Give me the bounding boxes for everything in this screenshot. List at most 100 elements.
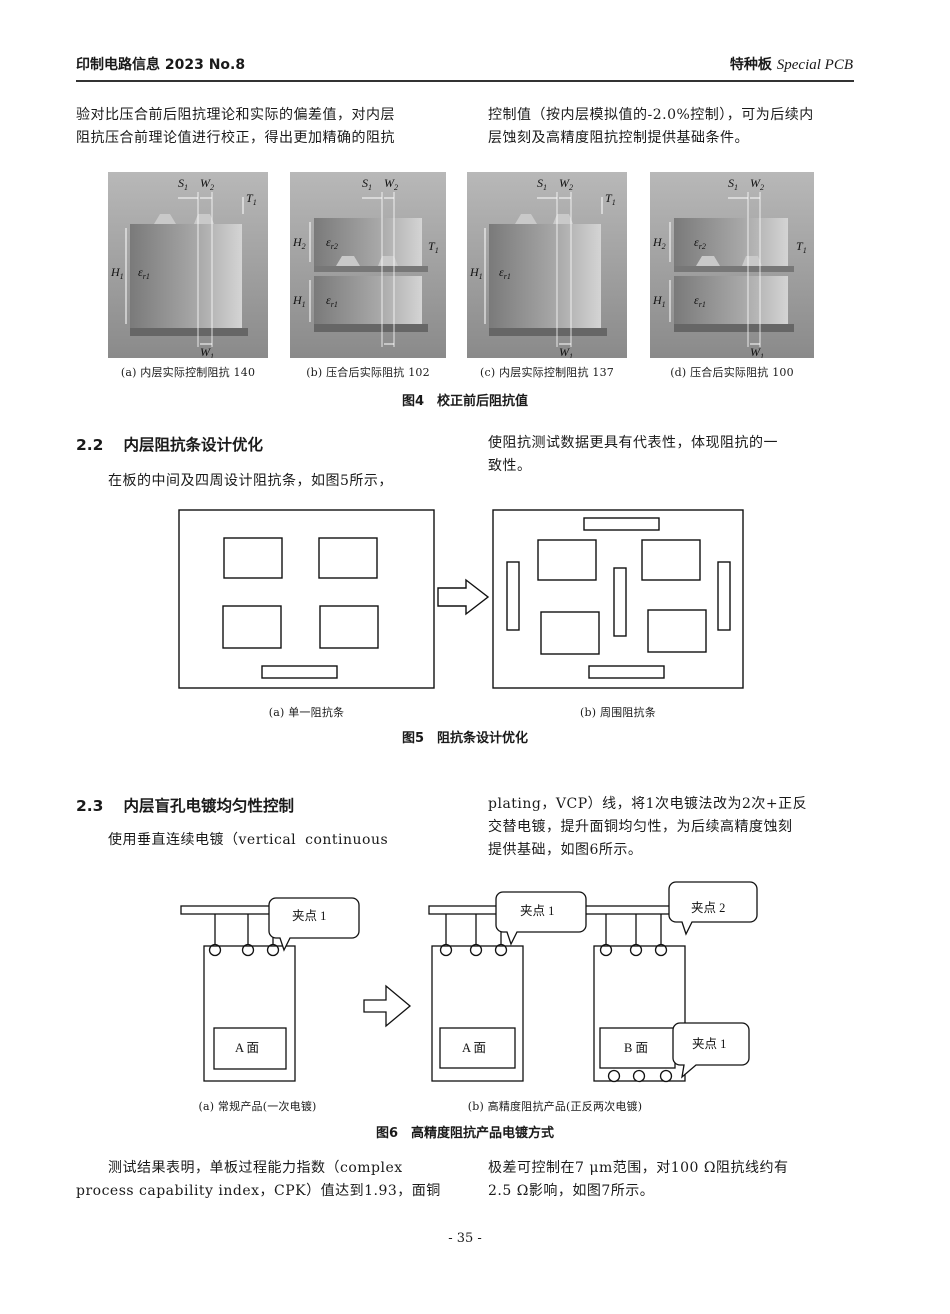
- panel: [593, 945, 686, 1082]
- svg-text:H2: H2: [292, 235, 306, 251]
- coupon: [537, 539, 597, 581]
- fig4-panel-d-image: S1 W2 T1 H2 εr2 H1 εr1 W1: [650, 172, 814, 361]
- closing-right-text: 极差可控制在7 μm范围，对100 Ω阻抗线约有 2.5 Ω影响，如图7所示。: [488, 1157, 858, 1203]
- impedance-strip: [583, 517, 660, 531]
- text-line: 极差可控制在7 μm范围，对100 Ω阻抗线约有: [488, 1160, 789, 1176]
- fig5-diagram: [178, 509, 744, 689]
- svg-text:H1: H1: [292, 293, 306, 309]
- text-line: 使阻抗测试数据更具有代表性，体现阻抗的一: [488, 435, 778, 451]
- section-header: 特种板 Special PCB: [730, 54, 853, 74]
- section-number: 2.2: [76, 436, 104, 454]
- svg-text:H1: H1: [652, 293, 666, 309]
- arrow-right-icon: [363, 984, 412, 1028]
- label-sub: 1: [368, 183, 372, 192]
- text-line: plating，VCP）线，将1次电镀法改为2次+正反: [488, 796, 808, 812]
- clip-label-1: 夹点 1: [520, 904, 554, 918]
- intro-right-line: 层蚀刻及高精度阻抗控制提供基础条件。: [488, 130, 749, 146]
- clamp-point-icon: [266, 943, 280, 957]
- fig4-title: 图4 校正前后阻抗值: [401, 394, 529, 409]
- impedance-strip: [613, 567, 627, 637]
- fig4-panel-b: S1 W2 T1 H2 εr2 H1 εr1: [290, 172, 446, 358]
- label-t1: T: [428, 239, 436, 253]
- callout-bubble: [672, 1022, 750, 1079]
- label-er2: ε: [326, 235, 331, 249]
- text-line: 提供基础，如图6所示。: [488, 842, 643, 858]
- text-line: 2.5 Ω影响，如图7所示。: [488, 1183, 655, 1199]
- label-w2: W: [384, 176, 395, 190]
- clip-label-1: 夹点 1: [292, 909, 326, 923]
- fig6-title: 图6 高精度阻抗产品电镀方式: [375, 1126, 555, 1141]
- fig6-caption-a: (a) 常规产品(一次电镀): [198, 1100, 317, 1113]
- clamp-point-icon: [241, 943, 255, 957]
- label-s1: S: [728, 176, 734, 190]
- page-number: - 35 -: [448, 1231, 482, 1246]
- label-sub: 1: [662, 300, 666, 309]
- label-sub: 1: [479, 272, 483, 281]
- fig4-panel-a-image: S1 W2 T1 H1 εr1 W1: [108, 172, 268, 361]
- svg-text:W1: W1: [200, 345, 214, 358]
- svg-text:S1: S1: [178, 176, 188, 192]
- fig4-panel-b-image: S1 W2 T1 H2 εr2 H1 εr1: [290, 172, 446, 358]
- callout-bubble: [268, 897, 360, 952]
- label-h1: H: [469, 265, 480, 279]
- label-w1: W: [559, 345, 570, 358]
- section-header-en: Special PCB: [776, 57, 853, 73]
- section-title: 内层盲孔电镀均匀性控制: [123, 797, 294, 815]
- svg-text:εr2: εr2: [694, 235, 706, 251]
- fig4-caption-c: (c) 内层实际控制阻抗 137: [480, 366, 614, 379]
- label-sub: 1: [803, 246, 807, 255]
- label-sub: 1: [435, 246, 439, 255]
- coupon: [641, 539, 701, 581]
- fig4-caption-b: (b) 压合后实际阻抗 102: [306, 366, 430, 379]
- svg-text:εr1: εr1: [694, 293, 706, 309]
- fig4-caption-d: (d) 压合后实际阻抗 100: [670, 366, 794, 379]
- svg-text:S1: S1: [362, 176, 372, 192]
- label-sub: 2: [210, 183, 214, 192]
- label-h1: H: [652, 293, 663, 307]
- coupon: [647, 609, 707, 653]
- label-sub: r1: [143, 272, 150, 281]
- face-a-box: [439, 1027, 516, 1069]
- label-sub: 2: [662, 242, 666, 251]
- intro-left: 验对比压合前后阻抗理论和实际的偏差值，对内层 阻抗压合前理论值进行校正，得出更加…: [76, 104, 446, 150]
- label-sub: 1: [734, 183, 738, 192]
- label-w1: W: [200, 345, 211, 358]
- label-sub: 1: [569, 352, 573, 358]
- label-sub: r1: [331, 300, 338, 309]
- label-sub: 1: [210, 352, 214, 358]
- fig4-panel-d: S1 W2 T1 H2 εr2 H1 εr1 W1: [650, 172, 814, 361]
- label-sub: 1: [543, 183, 547, 192]
- clamp-point-icon: [439, 943, 453, 957]
- text-line: 交替电镀，提升面铜均匀性，为后续高精度蚀刻: [488, 819, 793, 835]
- label-sub: r2: [331, 242, 338, 251]
- clamp-point-icon: [208, 943, 222, 957]
- label-s1: S: [537, 176, 543, 190]
- impedance-strip: [588, 665, 665, 679]
- fig4-caption-a: (a) 内层实际控制阻抗 140: [120, 366, 256, 379]
- fig4-panel-c: S1 W2 T1 H1 εr1 W1: [467, 172, 627, 361]
- clamp-point-icon: [632, 1069, 646, 1083]
- face-b-label: B 面: [624, 1041, 648, 1055]
- label-er1: ε: [499, 265, 504, 279]
- clamp-point-icon: [654, 943, 668, 957]
- label-w2: W: [559, 176, 570, 190]
- label-sub: 1: [120, 272, 124, 281]
- face-a-box: [213, 1027, 287, 1070]
- svg-text:H1: H1: [469, 265, 483, 281]
- svg-text:W1: W1: [559, 345, 573, 358]
- clamp-point-icon: [629, 943, 643, 957]
- arrow-right-icon: [437, 578, 490, 616]
- svg-text:T1: T1: [796, 239, 807, 255]
- impedance-strip: [261, 665, 338, 679]
- svg-text:T1: T1: [605, 191, 616, 207]
- label-t1: T: [246, 191, 254, 205]
- label-h1: H: [292, 293, 303, 307]
- intro-left-line: 验对比压合前后阻抗理论和实际的偏差值，对内层: [76, 107, 395, 123]
- callout-bubble: [495, 891, 587, 946]
- section-2-2-left-text: 在板的中间及四周设计阻抗条，如图5所示，: [108, 473, 393, 489]
- label-sub: r2: [699, 242, 706, 251]
- svg-text:εr1: εr1: [326, 293, 338, 309]
- svg-text:S1: S1: [537, 176, 547, 192]
